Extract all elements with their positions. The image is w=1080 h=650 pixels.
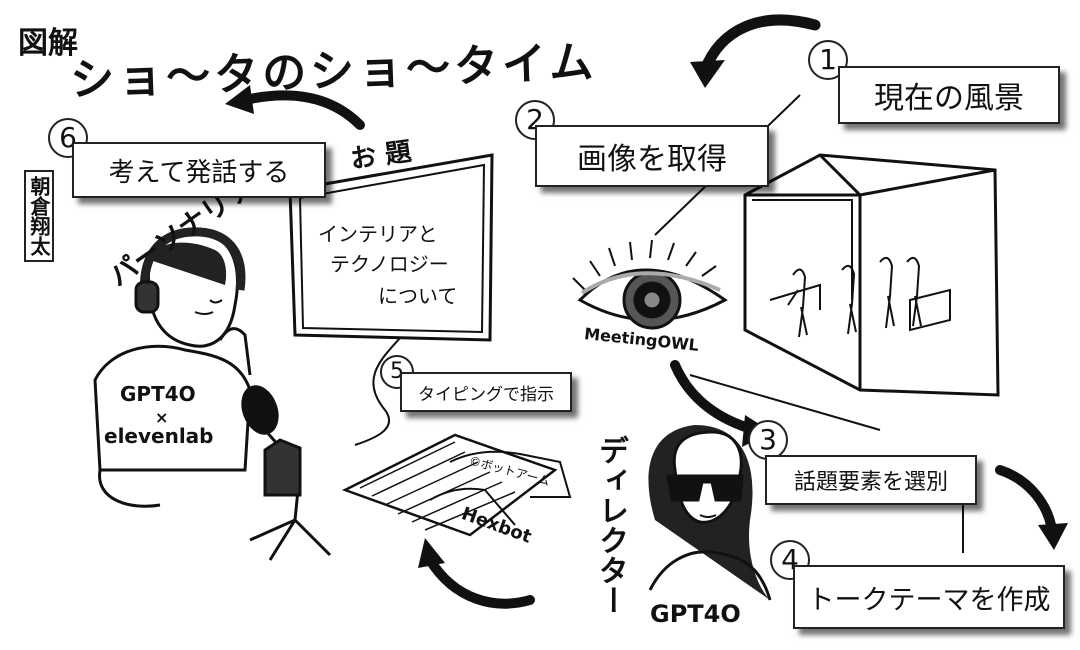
flow-arrow-to-6-head xyxy=(225,85,254,114)
keyboard-illustration xyxy=(341,433,572,537)
diagram-tag: 図解 xyxy=(18,26,78,61)
step-2-box: 画像を取得 xyxy=(535,125,769,187)
step-3-number: 3 xyxy=(748,420,788,460)
flow-arrow-2-to-3 xyxy=(670,360,760,435)
director-model-label: GPT4O xyxy=(650,600,741,628)
room-illustration xyxy=(743,153,1000,397)
shirt-text-line2: × xyxy=(155,408,169,427)
topic-line1: インテリアと xyxy=(318,222,438,246)
step-6-box: 考えて発話する xyxy=(72,142,326,198)
monitor-illustration xyxy=(288,153,494,446)
flow-arrow-4-to-5-head xyxy=(418,538,445,568)
flow-arrow-to-6 xyxy=(240,90,365,130)
step-3-box: 話題要素を選別 xyxy=(765,455,977,505)
director-role-label: ディレクター xyxy=(593,435,628,615)
step-1-number: 1 xyxy=(808,40,848,80)
personality-name: 朝倉翔太 xyxy=(24,170,54,262)
topic-line3: について xyxy=(378,284,458,308)
shirt-text-line1: GPT4O xyxy=(120,382,196,406)
flow-arrow-1-to-2-head xyxy=(690,60,725,88)
eye-illustration xyxy=(572,239,728,330)
flow-arrow-1-to-2 xyxy=(699,14,821,76)
step-1-box: 現在の風景 xyxy=(838,66,1060,124)
director-illustration xyxy=(648,425,772,601)
step-4-box: トークテーマを作成 xyxy=(793,565,1065,629)
shirt-text-line3: elevenlab xyxy=(104,424,214,448)
topic-line2: テクノロジー xyxy=(330,252,449,276)
flow-arrow-3-to-4 xyxy=(995,465,1057,535)
flow-arrow-3-to-4-head xyxy=(1038,523,1068,550)
step-5-box: タイピングで指示 xyxy=(400,372,572,412)
flow-arrow-4-to-5 xyxy=(425,555,535,609)
personality-illustration xyxy=(93,227,332,561)
